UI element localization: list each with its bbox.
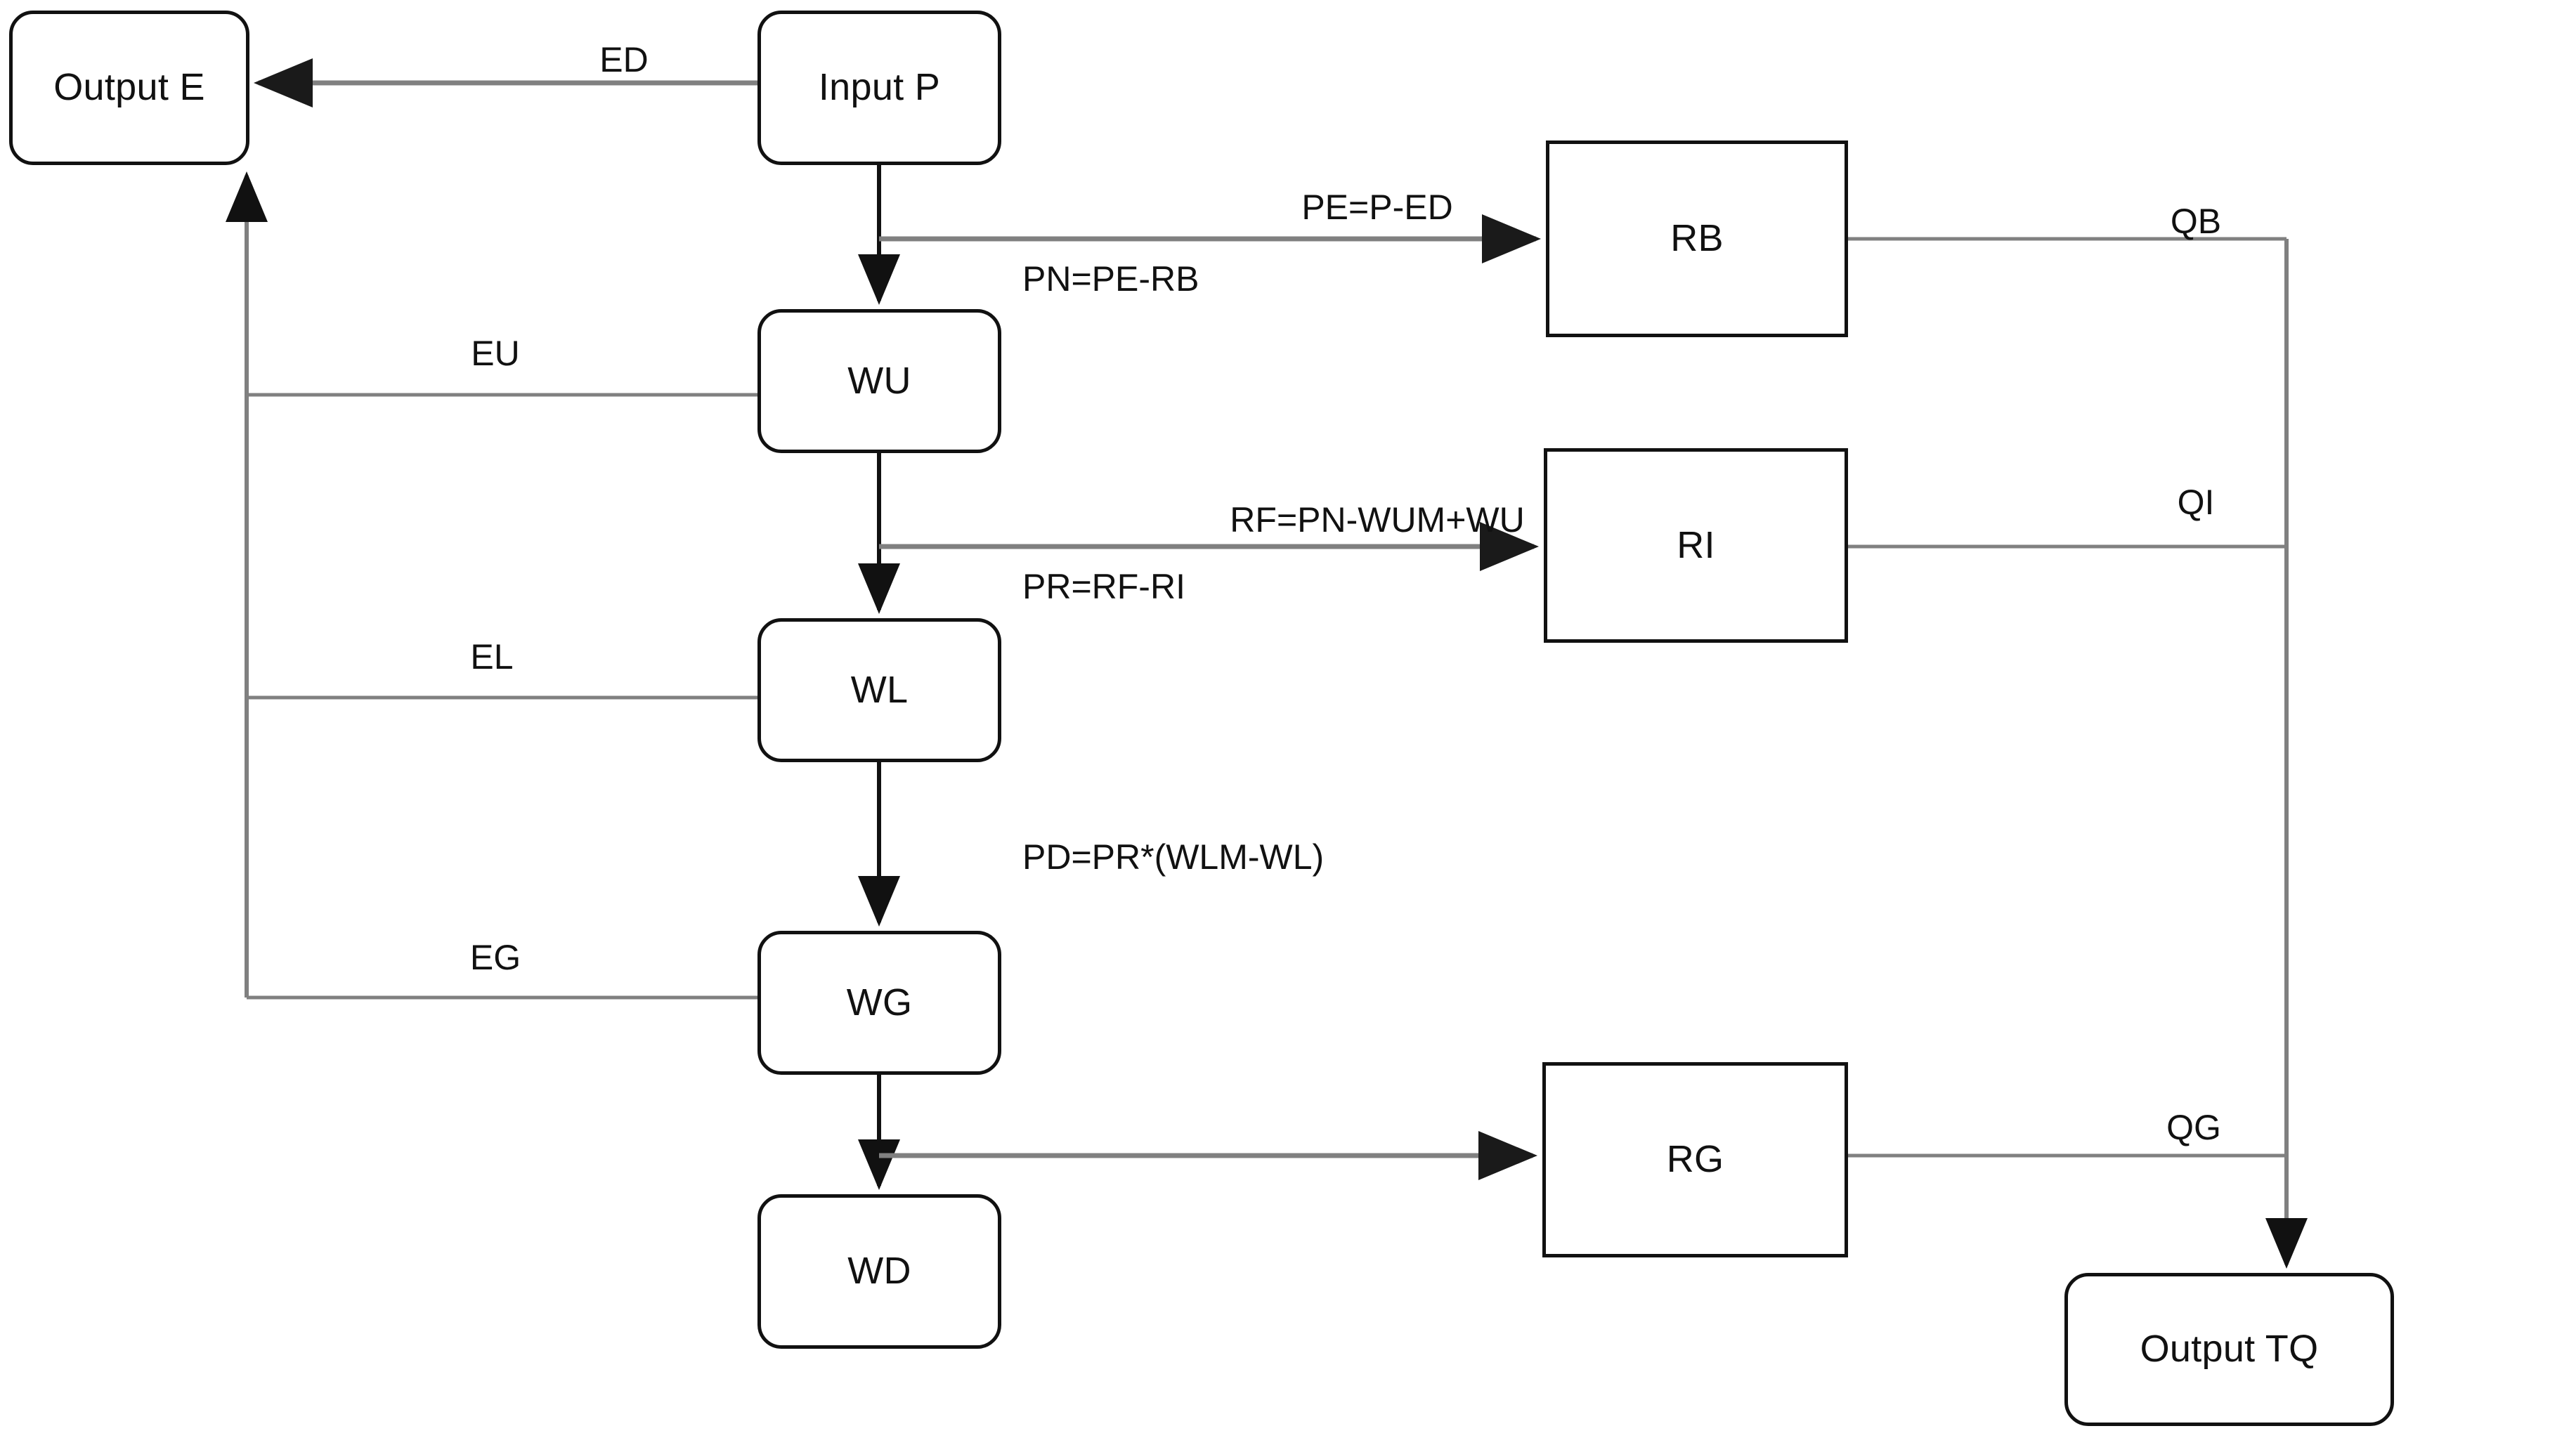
edge-label-qg: QG [2166, 1108, 2221, 1147]
edge-label-rf: RF=PN-WUM+WU [1230, 500, 1525, 540]
node-wd-label: WD [847, 1250, 911, 1293]
node-output-e[interactable]: Output E [9, 11, 249, 165]
edge-runoff-collector [1848, 237, 2308, 1269]
node-wu-label: WU [847, 359, 911, 402]
node-output-e-label: Output E [53, 66, 205, 109]
edge-label-eg: EG [469, 938, 521, 977]
node-ri-label: RI [1677, 523, 1715, 566]
node-output-tq-label: Output TQ [2140, 1328, 2319, 1371]
node-ri[interactable]: RI [1544, 448, 1848, 643]
node-wg-label: WG [846, 981, 913, 1024]
node-wd[interactable]: WD [757, 1194, 1001, 1349]
node-rb-label: RB [1670, 217, 1724, 260]
edge-label-pe: PE=P-ED [1301, 188, 1453, 227]
edge-label-el: EL [470, 637, 514, 676]
node-input-p[interactable]: Input P [757, 11, 1001, 165]
edge-label-pr: PR=RF-RI [1022, 567, 1185, 606]
node-wu[interactable]: WU [757, 309, 1001, 453]
edge-label-qi: QI [2177, 483, 2215, 522]
edge-evaporation-collector [226, 171, 757, 1000]
node-input-p-label: Input P [818, 66, 941, 109]
edge-label-ed: ED [599, 40, 649, 79]
node-wg[interactable]: WG [757, 931, 1001, 1075]
node-wl-label: WL [850, 668, 909, 711]
node-rg-label: RG [1666, 1138, 1724, 1181]
node-output-tq[interactable]: Output TQ [2064, 1273, 2394, 1426]
node-wl[interactable]: WL [757, 618, 1001, 762]
edge-label-eu: EU [471, 334, 520, 373]
node-rb[interactable]: RB [1546, 140, 1848, 337]
edge-label-pd: PD=PR*(WLM-WL) [1022, 837, 1325, 877]
edge-label-pn: PN=PE-RB [1022, 259, 1199, 299]
edge-label-qb: QB [2170, 202, 2222, 241]
node-rg[interactable]: RG [1542, 1062, 1848, 1257]
